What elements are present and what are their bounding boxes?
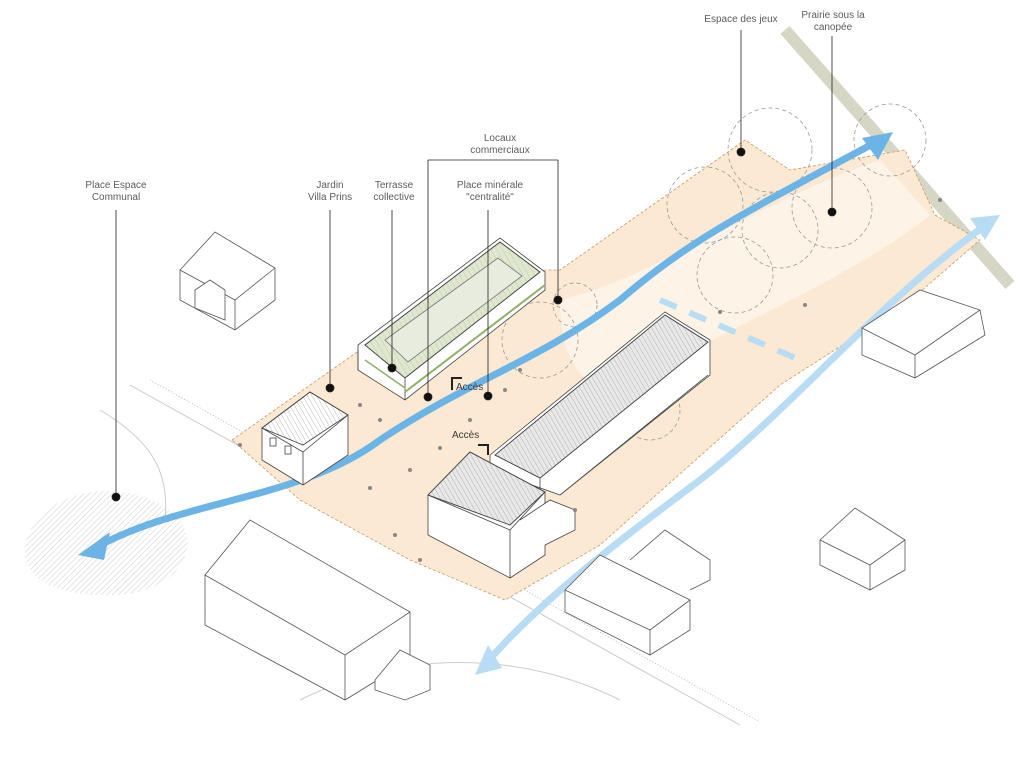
- human-figure: [938, 198, 942, 202]
- label-acces-1: Accès: [456, 382, 484, 393]
- human-figure: [573, 508, 577, 512]
- label-prairie-sous-canopee: Prairie sous la canopée: [792, 10, 874, 34]
- building-house-s: [564, 529, 711, 656]
- leader-dot-jardin-villa-prins: [325, 383, 335, 393]
- human-figure: [393, 533, 397, 537]
- tree-canopy: [501, 301, 579, 379]
- building-house-se: [819, 507, 906, 591]
- tree-canopy: [727, 107, 813, 193]
- label-acces-2: Accès: [452, 430, 480, 441]
- label-line: collective: [373, 192, 415, 203]
- label-line: Espace des jeux: [704, 14, 778, 25]
- acces-marker-2: [478, 444, 489, 455]
- tree-canopy: [853, 103, 927, 177]
- label-place-espace-communal: Place Espace Communal: [76, 180, 156, 204]
- human-figure: [358, 403, 362, 407]
- arrow-head-secondary-right: [970, 215, 1000, 240]
- arrow-head-primary-right: [862, 132, 893, 160]
- label-terrasse-collective: Terrasse collective: [364, 180, 424, 204]
- human-figure: [518, 368, 522, 372]
- label-line: Place Espace: [85, 180, 147, 191]
- label-line: "centralité": [466, 192, 514, 203]
- label-jardin-villa-prins: Jardin Villa Prins: [300, 180, 360, 204]
- label-line: commerciaux: [470, 145, 530, 156]
- arrow-path-primary: [91, 136, 884, 552]
- human-figure: [718, 310, 722, 314]
- leader-dot-place-espace-communal: [111, 492, 121, 502]
- label-line: canopée: [813, 22, 853, 33]
- human-figure: [238, 443, 242, 447]
- road-main-edge: [149, 379, 761, 723]
- leader-dot-prairie: [827, 207, 837, 217]
- building-long-barn: [489, 311, 711, 505]
- human-figures: [238, 198, 942, 562]
- label-line: Terrasse: [374, 180, 414, 191]
- leader-dot-espace-des-jeux: [736, 147, 746, 157]
- tree-canopy: [696, 236, 774, 314]
- label-line: Jardin: [316, 180, 344, 191]
- building-farmhouse: [427, 451, 576, 579]
- building-house-nw: [179, 231, 276, 331]
- leader-dot-locaux-1: [423, 392, 433, 402]
- building-house-e: [861, 289, 986, 379]
- leader-dot-place-minerale: [483, 391, 493, 401]
- paths: [78, 132, 1000, 675]
- leader-dot-locaux-2: [553, 295, 563, 305]
- context-buildings: [179, 231, 986, 701]
- building-house-sw: [204, 519, 431, 701]
- dashed-crossing: [658, 297, 802, 363]
- label-espace-des-jeux: Espace des jeux: [696, 14, 786, 26]
- human-figure: [468, 418, 472, 422]
- leader-dot-terrasse-collective: [387, 363, 397, 373]
- human-figure: [378, 418, 382, 422]
- human-figure: [438, 446, 442, 450]
- label-line: Place minérale: [456, 180, 524, 191]
- arrow-head-secondary-left: [475, 645, 502, 675]
- label-place-minerale: Place minérale "centralité": [448, 180, 532, 204]
- label-line: Villa Prins: [307, 192, 353, 203]
- arrow-path-secondary: [478, 218, 994, 672]
- label-line: Communal: [91, 192, 141, 203]
- label-line: Locaux: [483, 133, 517, 144]
- building-villa-prins: [261, 391, 349, 486]
- label-locaux-commerciaux: Locaux commerciaux: [460, 133, 540, 157]
- tree-canopy: [666, 166, 744, 244]
- tree-canopy: [791, 167, 873, 249]
- human-figure: [503, 388, 507, 392]
- arrow-head-primary-left: [78, 532, 110, 560]
- human-figure: [368, 486, 372, 490]
- human-figure: [408, 468, 412, 472]
- human-figure: [418, 558, 422, 562]
- human-figure: [803, 303, 807, 307]
- tree-canopy: [552, 282, 598, 328]
- acces-marker-1: [451, 377, 462, 390]
- label-line: Prairie sous la: [801, 10, 865, 21]
- leaders: [111, 30, 837, 502]
